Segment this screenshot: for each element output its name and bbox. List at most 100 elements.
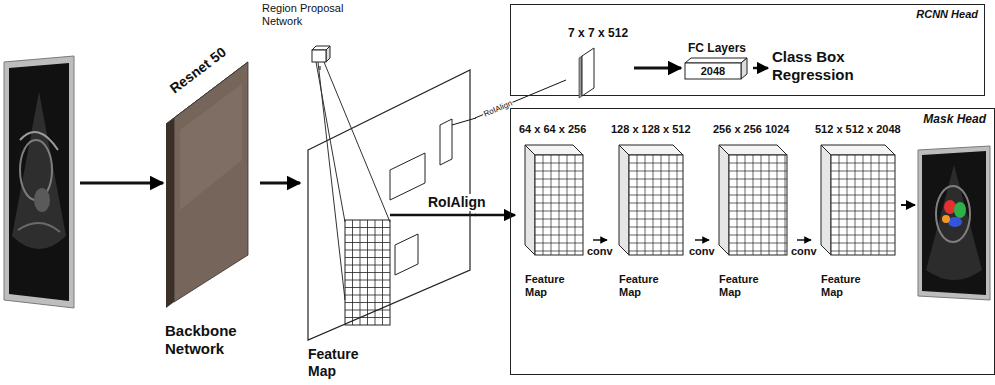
grid-line	[669, 155, 670, 255]
grid-line	[729, 211, 787, 212]
feature-grid	[345, 220, 390, 325]
grid-line	[345, 250, 390, 251]
grid-line	[629, 235, 683, 236]
mask-region	[948, 217, 962, 227]
grid-line	[677, 155, 678, 255]
grid-line	[629, 179, 683, 180]
grid-line	[831, 195, 895, 196]
cube-side	[719, 145, 729, 255]
edge-label: conv	[790, 245, 818, 258]
grid-line	[559, 155, 560, 255]
grid-line	[345, 242, 390, 243]
grid-line	[661, 155, 662, 255]
grid-line	[637, 155, 638, 255]
grid-line	[535, 235, 583, 236]
cube-side	[326, 46, 330, 62]
cube-front	[629, 155, 683, 255]
connector	[634, 67, 681, 70]
fc-layer-block: FC Layers 2048	[681, 41, 756, 85]
grid-line	[345, 235, 390, 236]
feature-map-label: Feature Map	[719, 273, 767, 299]
region-proposal	[395, 234, 418, 275]
grid-line	[737, 155, 738, 255]
cube-front	[831, 155, 895, 255]
roi-feature-plane: 7 x 7 x 512	[566, 26, 634, 98]
connector	[695, 239, 709, 241]
input-ultrasound-image	[4, 56, 74, 308]
grid-line	[831, 179, 895, 180]
grid-line	[345, 295, 390, 296]
grid-line	[839, 155, 840, 255]
grid-line	[535, 163, 583, 164]
grid-line	[535, 179, 583, 180]
connector	[797, 239, 811, 241]
grid-line	[345, 310, 390, 311]
grid-line	[831, 219, 895, 220]
grid-line	[567, 155, 568, 255]
grid-line	[535, 171, 583, 172]
roi-leader-line	[452, 118, 476, 125]
fc-side	[741, 58, 747, 79]
grid-line	[535, 219, 583, 220]
ultrasound-structure	[20, 132, 58, 150]
region-proposal	[440, 119, 452, 165]
feature-map-label: Feature Map	[821, 273, 869, 299]
grid-line	[745, 155, 746, 255]
dimension-label: 256 x 256 1024	[713, 123, 789, 136]
grid-line	[831, 235, 895, 236]
grid-line	[345, 272, 390, 273]
grid-line	[729, 163, 787, 164]
edge-label: conv	[688, 245, 716, 258]
feature-map-label: Feature Map	[308, 346, 370, 380]
grid-line	[729, 195, 787, 196]
grid-line	[653, 155, 654, 255]
grid-line	[887, 155, 888, 255]
ultrasound-fan	[12, 92, 66, 249]
connector	[593, 239, 607, 241]
slab-side	[166, 118, 174, 308]
connector	[475, 80, 566, 118]
fc-size: 2048	[685, 63, 741, 79]
grid-line	[831, 187, 895, 188]
dimension-label: 7 x 7 x 512	[568, 26, 628, 40]
grid-line	[863, 155, 864, 255]
grid-line	[729, 251, 787, 252]
grid-line	[831, 243, 895, 244]
fc-front	[685, 63, 741, 79]
cube-top	[619, 145, 683, 155]
cube-side	[525, 145, 535, 255]
mask-feature-map: 128 x 128 x 512Feature Map	[607, 123, 695, 303]
grid-line	[753, 155, 754, 255]
grid-line	[535, 195, 583, 196]
grid-line	[629, 219, 683, 220]
grid-line	[629, 243, 683, 244]
grid-line	[345, 227, 390, 228]
grid-line	[535, 187, 583, 188]
edge-label: conv	[586, 245, 614, 258]
mask-region	[954, 202, 966, 218]
slab-shading	[180, 84, 242, 210]
dimension-label: 128 x 128 x 512	[611, 123, 691, 136]
output-arrow	[753, 67, 768, 70]
connector	[475, 214, 515, 217]
grid-line	[629, 251, 683, 252]
connector	[320, 66, 321, 70]
rcnn-head-panel: RCNN Head7 x 7 x 512FC Layers2048	[510, 4, 985, 96]
grid-line	[535, 211, 583, 212]
grid-line	[629, 171, 683, 172]
roi-leader-line	[390, 214, 476, 217]
grid-line	[729, 243, 787, 244]
grid-line	[629, 195, 683, 196]
grid-line	[729, 187, 787, 188]
grid-line	[345, 257, 390, 258]
grid-line	[831, 211, 895, 212]
output-arrow	[901, 204, 915, 206]
feature-map-label: Feature Map	[525, 273, 573, 299]
cube-side	[821, 145, 831, 255]
cube-front	[312, 50, 326, 62]
grid-line	[535, 243, 583, 244]
output-label: Class Box Regression	[772, 48, 884, 84]
fc-label: FC Layers	[681, 41, 753, 55]
feature-map-plane: Feature Map	[300, 70, 475, 385]
backbone-block: Resnet 50Backbone Network	[160, 40, 260, 375]
